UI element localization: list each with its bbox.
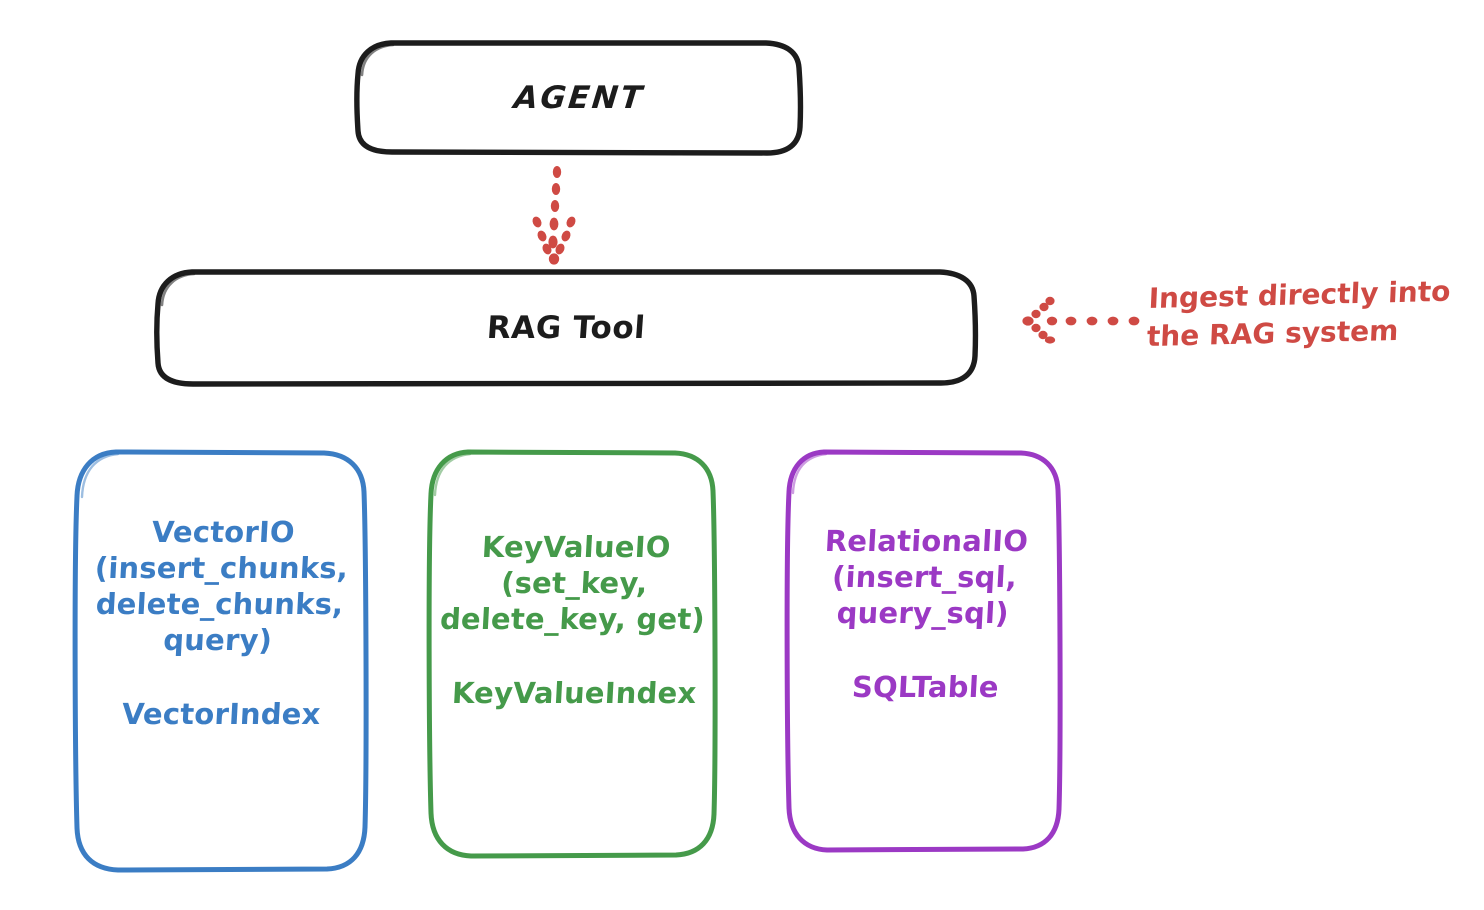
sql-table-label: SQLTable	[850, 670, 1000, 704]
key-value-index-label: KeyValueIndex	[450, 676, 698, 710]
key-value-io-node[interactable]: KeyValueIO (set_key, delete_key, get) Ke…	[430, 450, 718, 856]
rag-tool-label: RAG Tool	[485, 309, 647, 346]
ingest-to-rag-arrow	[1022, 296, 1140, 344]
agent-node[interactable]: AGENT	[357, 42, 801, 154]
agent-to-rag-arrow	[532, 166, 576, 265]
rag-tool-box[interactable]	[154, 269, 979, 387]
vector-io-api-label: VectorIO (insert_chunks, delete_chunks, …	[94, 514, 350, 657]
key-value-io-api-label: KeyValueIO (set_key, delete_key, get)	[438, 530, 706, 636]
vector-io-box[interactable]	[72, 449, 369, 873]
key-value-io-box[interactable]	[426, 449, 718, 859]
agent-label: AGENT	[511, 80, 646, 116]
rag-tool-node[interactable]: RAG Tool	[157, 271, 975, 384]
vector-index-label: VectorIndex	[120, 696, 322, 731]
relational-io-api-label: RelationalIO (insert_sql, query_sql)	[824, 524, 1030, 630]
relational-io-node[interactable]: RelationalIO (insert_sql, query_sql) SQL…	[788, 450, 1062, 850]
ingest-annotation-label: Ingest directly into the RAG system	[1146, 274, 1452, 354]
relational-io-box[interactable]	[784, 449, 1063, 853]
vector-io-node[interactable]: VectorIO (insert_chunks, delete_chunks, …	[75, 450, 367, 871]
agent-box[interactable]	[354, 40, 804, 156]
